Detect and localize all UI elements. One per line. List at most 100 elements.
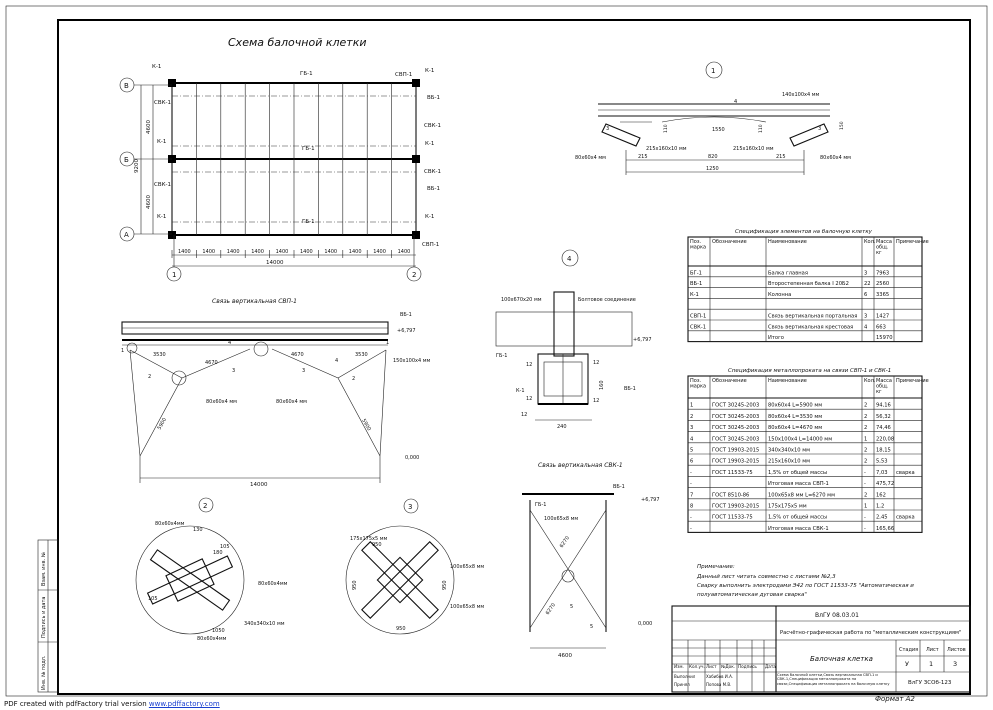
svk-label: 0,000: [638, 621, 652, 627]
table-header-cell: Поз.: [690, 239, 701, 245]
node1-gusset2: 215х160х10 мм: [733, 146, 774, 152]
notes-title: Примечание:: [697, 564, 735, 570]
stamp-name: Хабибов И.А.: [706, 674, 733, 679]
svk-label: ВБ-1: [613, 484, 625, 490]
span-dim-label: 1400: [349, 249, 362, 255]
strip-label-1: Инв. № подл.: [41, 655, 47, 690]
table-header-cell: Обозначение: [712, 239, 747, 245]
stamp-code-top: ВлГУ 08.03.01: [815, 612, 859, 619]
stamp-group: ВлГУ ЗСОб-123: [908, 680, 952, 686]
table-cell: 94,16: [876, 403, 891, 409]
table-cell: сварка: [896, 515, 915, 521]
stamp-stage-val: 1: [929, 660, 933, 668]
node1-dim: 3: [818, 126, 821, 132]
node1-dim: 4: [734, 99, 737, 105]
table-cell: Итоговая масса СВП-1: [768, 481, 829, 487]
svp-pos: 2: [352, 376, 355, 382]
node3-label-text: 175х175х5 мм: [350, 536, 388, 542]
table-cell: 74,46: [876, 425, 891, 431]
stamp-col-head: Лист: [706, 664, 717, 669]
node4-mark: ВБ-1: [624, 386, 636, 392]
svp-pos: 3: [302, 368, 305, 374]
mark-label: К-1: [425, 68, 434, 74]
mark-label: К-1: [157, 214, 166, 220]
node2-label-text: 80х60х4мм: [258, 581, 288, 587]
notes-line: полуавтоматическая дуговая сварка": [697, 592, 807, 598]
node4-dim: 240: [557, 424, 567, 430]
svp-label: 3530: [355, 352, 368, 358]
table-cell: 100х65х8 мм L=6270 мм: [768, 492, 835, 498]
table-cell: 150х100х4 L=14000 мм: [768, 436, 832, 442]
node2-detail: 2 80х60х4мм 130 80х60х4мм 340х340х10 мм …: [135, 497, 288, 642]
table-header-cell: общ.: [876, 245, 889, 251]
node2-label-text: 80х60х4мм: [155, 521, 185, 527]
node2-label-text: 180: [213, 550, 223, 556]
table-cell: Колонна: [768, 292, 791, 298]
svp-label: 4670: [205, 360, 218, 366]
table-cell: Итоговая масса СВК-1: [768, 526, 829, 532]
node2-label-text: 105: [220, 544, 230, 550]
table-cell: -: [690, 515, 692, 521]
node4-label: 4: [567, 255, 572, 263]
svk-detail: Связь вертикальная СВК-1 ВБ-1 ГБ-1 100х6…: [522, 462, 660, 659]
node1-dim: 215: [776, 154, 786, 160]
svk-label: ГБ-1: [535, 502, 546, 508]
table-cell: 4: [690, 436, 694, 442]
node1-dim: 110: [758, 124, 764, 133]
table-cell: БГ-1: [690, 270, 702, 276]
svp-label: 4670: [291, 352, 304, 358]
span-dim-label: 1400: [227, 249, 240, 255]
mark-label: СВП-1: [422, 242, 439, 248]
node2-label-text: 1050: [212, 628, 225, 634]
table-cell: 2,45: [876, 515, 888, 521]
stamp-stage-head: Стадия: [899, 647, 918, 653]
svp-pos: 4: [228, 340, 231, 346]
table-cell: 8: [690, 504, 693, 510]
outer-frame: [5, 5, 988, 697]
format-label: Формат А2: [875, 695, 915, 703]
stamp-contents: Схема балочной клетки,Связь вертикальная…: [777, 673, 890, 686]
node4-level: +6,797: [633, 337, 652, 343]
svp-label: 80х60х4 мм: [276, 399, 307, 405]
table-cell: -: [864, 481, 866, 487]
node1-dim: 3: [606, 126, 609, 132]
table-cell: -: [864, 470, 866, 476]
span-dim-label: 1400: [300, 249, 313, 255]
mark-label: ГБ-1: [300, 71, 313, 77]
mark-label: К-1: [157, 139, 166, 145]
table-cell: 340х340х10 мм: [768, 448, 810, 454]
svp-title: Связь вертикальная СВП-1: [212, 298, 297, 305]
table-cell: 4: [864, 324, 868, 330]
table-cell: ГОСТ 30245-2003: [712, 436, 759, 442]
table-cell: 2: [864, 414, 867, 420]
svp-label: 14000: [250, 482, 268, 488]
table-header-cell: общ.: [876, 384, 889, 390]
pdf-footer-text: PDF created with pdfFactory trial versio…: [4, 700, 149, 708]
stamp-stage-val: 3: [953, 660, 957, 668]
node1-gusset: 215х160х10 мм: [646, 146, 687, 152]
svk-label: 6270: [545, 602, 557, 616]
node4-dim: 160: [599, 380, 605, 390]
node2-label: 2: [203, 502, 207, 510]
svk-label: 100х65х8 мм: [544, 516, 578, 522]
node1-profile: 140х100х4 мм: [782, 92, 820, 98]
table-header-cell: кг: [876, 250, 882, 256]
span-dim-label: 1400: [178, 249, 191, 255]
svp-label: 5900: [157, 417, 169, 431]
table-cell: 475,72: [876, 481, 894, 487]
pdffactory-link[interactable]: www.pdffactory.com: [148, 700, 220, 708]
table-cell: Связь вертикальная портальная: [768, 314, 857, 320]
node2-label-text: 130: [193, 527, 203, 533]
table-cell: 1,5% от общей массы: [768, 514, 827, 521]
mark-label: ВБ-1: [427, 95, 440, 101]
table-cell: -: [864, 515, 866, 521]
table-cell: 220,08: [876, 436, 894, 442]
table-cell: Второстепенная балка I 20Б2: [768, 281, 849, 287]
axis-letter: Б: [124, 156, 129, 164]
notes-block: Примечание: Данный лист читать совместно…: [696, 564, 914, 598]
stamp-sheet-title: Балочная клетка: [810, 655, 873, 663]
